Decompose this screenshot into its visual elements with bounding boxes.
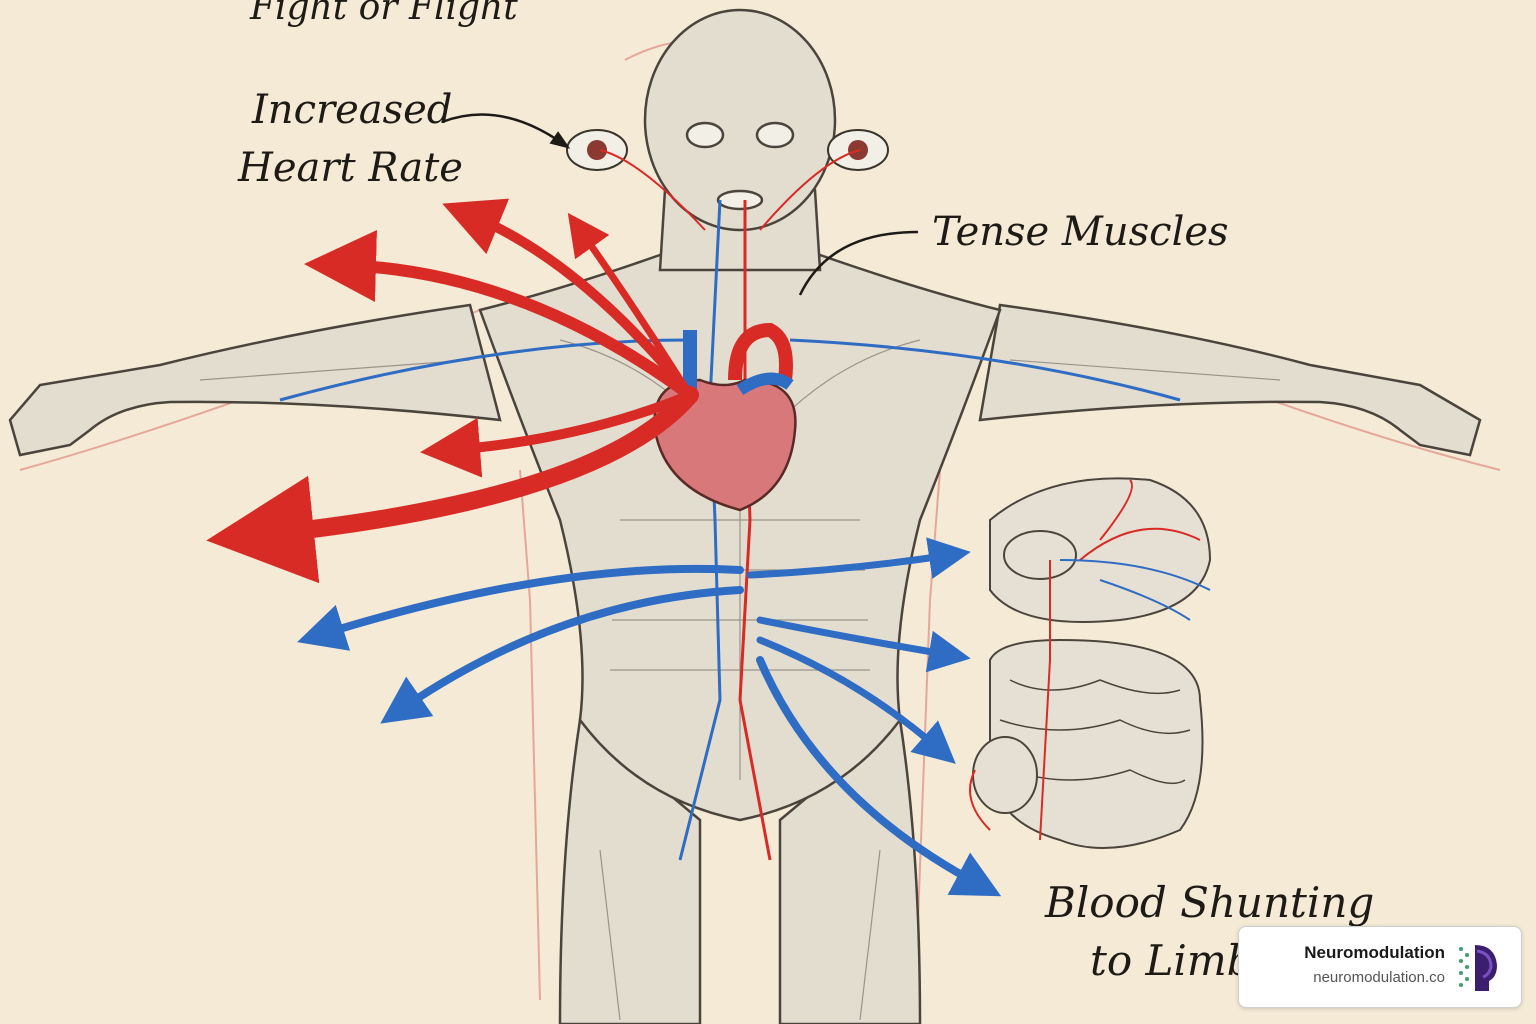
tense-muscles-callout: [798, 230, 919, 296]
red-flow-arrows: [206, 198, 699, 584]
vessels: [279, 149, 1181, 861]
tense-muscles-label: Tense Muscles: [932, 209, 1229, 255]
head: [643, 8, 837, 232]
gallbladder: [1003, 530, 1077, 580]
badge-title: Neuromodulation: [1304, 943, 1445, 962]
liver: [989, 477, 1212, 623]
kidney: [972, 736, 1038, 814]
heart-rate-label-line2: Heart Rate: [238, 145, 463, 191]
human-figure: [8, 8, 1482, 1024]
blue-flow-arrows: [297, 537, 1002, 897]
diagram-title: Fight or Flight: [250, 0, 518, 28]
callout-lines: [441, 113, 919, 296]
source-badge[interactable]: Neuromodulation neuromodulation.co: [1238, 926, 1522, 1008]
heart-rate-label-line1: Increased: [252, 87, 453, 133]
neuromodulation-logo-icon: [1459, 945, 1497, 991]
organ-vessels: [969, 479, 1211, 841]
badge-url: neuromodulation.co: [1313, 969, 1445, 986]
digestive-organs: [972, 477, 1212, 849]
left-arm: [8, 303, 502, 457]
right-arm: [978, 303, 1482, 457]
dilated-eyes: [566, 129, 889, 171]
heart-rate-callout: [441, 113, 571, 149]
blood-shunting-label-line1: Blood Shunting: [1045, 878, 1375, 927]
